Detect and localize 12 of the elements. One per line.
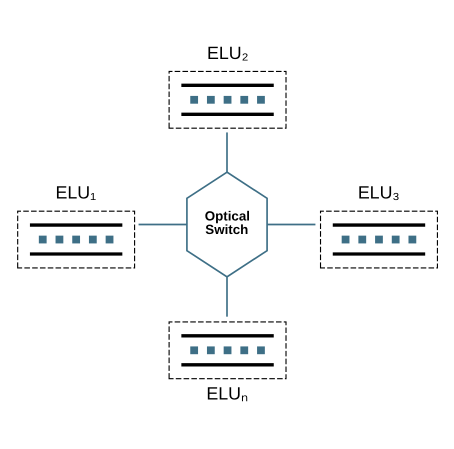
- node-label: ELU₃: [358, 182, 400, 203]
- node-label: ELUₙ: [206, 384, 248, 404]
- node-label: ELU₂: [206, 42, 248, 63]
- node-box: [17, 210, 136, 268]
- node-box: [168, 70, 287, 129]
- node-box: [168, 321, 287, 380]
- connector: [267, 224, 316, 226]
- node-box: [320, 210, 438, 268]
- connector: [226, 277, 228, 317]
- node-label: ELU₁: [56, 182, 96, 203]
- connector: [138, 224, 187, 226]
- connector: [226, 132, 228, 172]
